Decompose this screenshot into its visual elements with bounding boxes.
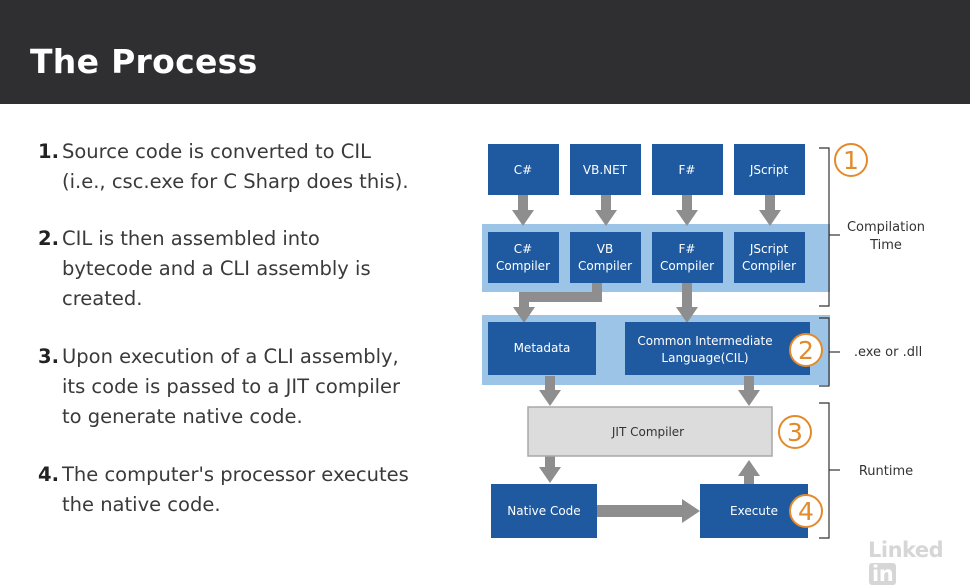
step-line: (i.e., csc.exe for C Sharp does this).: [62, 170, 409, 193]
badge-3: 3: [778, 415, 812, 449]
badge-2: 2: [789, 333, 823, 367]
badge-number: 1: [843, 146, 859, 175]
logo-in-badge: in: [869, 563, 897, 585]
step-number: 4.: [38, 463, 59, 486]
native-code-label: Native Code: [507, 504, 580, 518]
compiler-box-csharp: [488, 232, 559, 283]
language-label: C#: [514, 163, 532, 177]
badge-number: 3: [787, 418, 803, 447]
step-line: its code is passed to a JIT compiler: [62, 375, 401, 398]
compiler-box-jscript: [734, 232, 805, 283]
compiler-label: C#: [514, 242, 532, 256]
metadata-box: [488, 322, 596, 375]
language-box-vbnet: [570, 144, 641, 195]
arrows-runtime: [539, 455, 760, 523]
arrows-compilers-to-assembly: [513, 282, 698, 323]
badge-number: 4: [798, 497, 814, 526]
compilation-time-label: Compilation: [847, 220, 925, 235]
step-3: 3. Upon execution of a CLI assembly, its…: [38, 342, 400, 432]
step-2: 2. CIL is then assembled into bytecode a…: [38, 224, 371, 314]
cil-box: [625, 322, 810, 375]
step-4: 4. The computer's processor executes the…: [38, 460, 409, 520]
badge-4: 4: [789, 494, 823, 528]
step-line: created.: [62, 287, 143, 310]
native-code-box: [491, 484, 597, 538]
cil-label: Language(CIL): [661, 351, 748, 365]
badge-number: 2: [798, 336, 814, 365]
assembly-type-label: .exe or .dll: [854, 345, 922, 360]
slide-title: The Process: [30, 42, 258, 81]
compiler-label: F#: [679, 242, 696, 256]
step-line: The computer's processor executes: [62, 463, 409, 486]
step-number: 2.: [38, 227, 59, 250]
compiler-label: Compiler: [578, 259, 632, 273]
compilation-time-label: Time: [869, 238, 902, 253]
cil-label: Common Intermediate: [637, 334, 772, 348]
language-box-csharp: [488, 144, 559, 195]
side-brackets: [819, 147, 840, 539]
step-number: 3.: [38, 345, 59, 368]
process-diagram: C# VB.NET F# JScript C# Compiler VB Comp…: [470, 130, 970, 569]
language-label: JScript: [749, 163, 789, 177]
jit-compiler-box: [527, 406, 773, 457]
step-number: 1.: [38, 140, 59, 163]
linkedin-logo: Linkedin: [868, 538, 970, 586]
badge-1: 1: [834, 143, 868, 177]
language-label: F#: [679, 163, 696, 177]
step-1: 1. Source code is converted to CIL (i.e.…: [38, 137, 409, 197]
step-line: bytecode and a CLI assembly is: [62, 257, 371, 280]
jit-compiler-label: JIT Compiler: [611, 425, 684, 439]
language-box-fsharp: [652, 144, 723, 195]
compiler-label: Compiler: [742, 259, 796, 273]
compiler-label: Compiler: [496, 259, 550, 273]
compiler-label: Compiler: [660, 259, 714, 273]
arrows-languages-to-compilers: [512, 194, 781, 226]
language-label: VB.NET: [583, 163, 628, 177]
compiler-box-fsharp: [652, 232, 723, 283]
logo-text: Linked: [868, 538, 944, 562]
metadata-label: Metadata: [514, 341, 571, 355]
step-line: to generate native code.: [62, 405, 303, 428]
compiler-label: JScript: [749, 242, 789, 256]
process-diagram-svg: C# VB.NET F# JScript C# Compiler VB Comp…: [482, 143, 925, 539]
step-line: Source code is converted to CIL: [62, 140, 371, 163]
slide-header: The Process: [0, 0, 970, 104]
arrows-assembly-to-jit: [539, 376, 760, 406]
step-line: Upon execution of a CLI assembly,: [62, 345, 399, 368]
step-line: the native code.: [62, 493, 221, 516]
compiler-box-vb: [570, 232, 641, 283]
runtime-label: Runtime: [859, 464, 913, 479]
step-line: CIL is then assembled into: [62, 227, 320, 250]
language-box-jscript: [734, 144, 805, 195]
execute-label: Execute: [730, 504, 778, 518]
compiler-label: VB: [597, 242, 613, 256]
